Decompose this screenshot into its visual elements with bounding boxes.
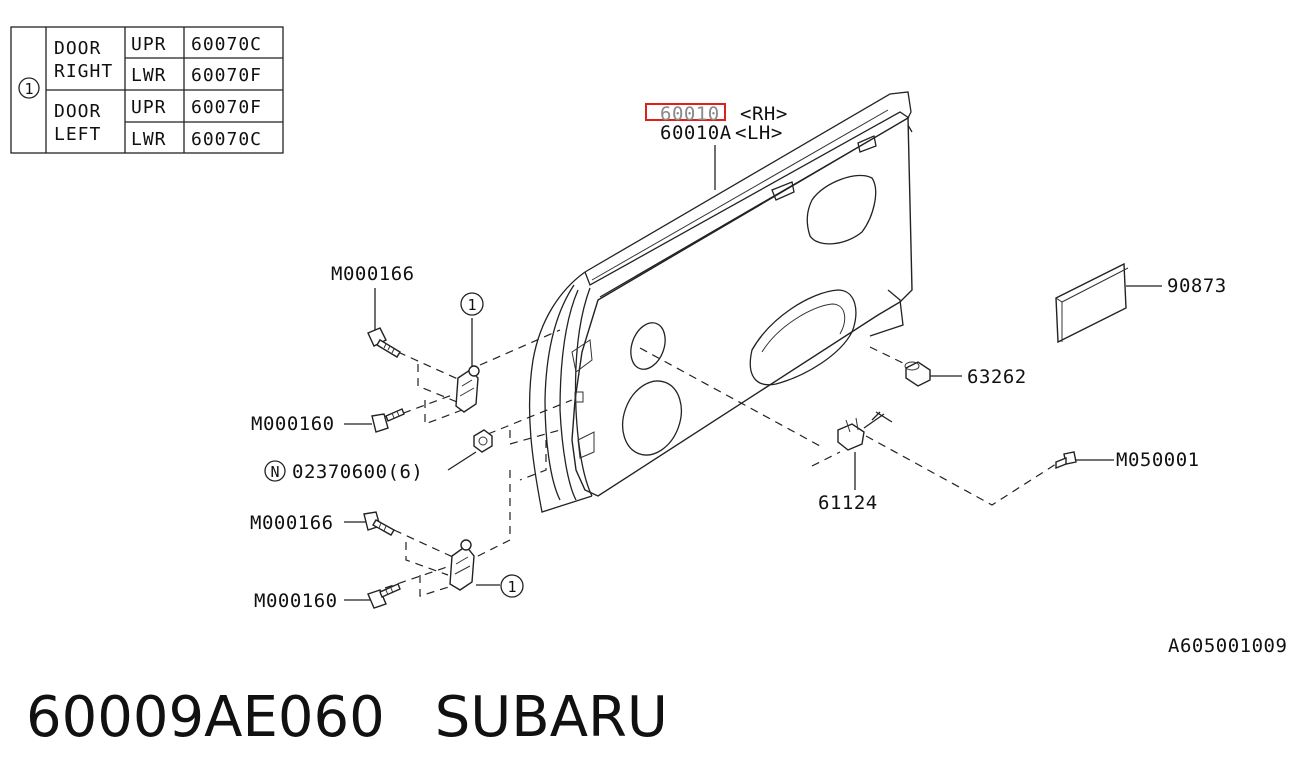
upper-bolt-bottom <box>371 408 405 433</box>
table-row3-side: LEFT <box>54 124 101 145</box>
table-row3-part: 60070F <box>191 97 262 118</box>
weatherstrip-part <box>1055 262 1129 344</box>
table-row1-group: DOOR <box>54 38 101 59</box>
table-row2-pos: LWR <box>131 65 167 86</box>
label-screw[interactable]: M050001 <box>1116 449 1200 471</box>
table-row2-part: 60070F <box>191 65 262 86</box>
callout-lower: 1 <box>507 578 516 596</box>
door-shell <box>528 91 913 513</box>
label-bolt-lower-top[interactable]: M000166 <box>250 512 334 534</box>
nut-part <box>473 429 493 453</box>
table-row1-part: 60070C <box>191 34 262 55</box>
label-bolt-upper-bottom[interactable]: M000160 <box>251 413 335 435</box>
label-bumper[interactable]: 63262 <box>967 366 1027 388</box>
label-weatherstrip[interactable]: 90873 <box>1167 275 1227 297</box>
callout-upper: 1 <box>467 296 476 314</box>
table-row1-side: RIGHT <box>54 61 113 82</box>
part-labels: 60010 <RH> 60010A <LH> M000166 M000160 N… <box>250 103 1287 657</box>
diagram-code: A605001009 <box>1168 635 1287 657</box>
callout-upper-circle <box>460 292 484 316</box>
label-bolt-upper-top[interactable]: M000166 <box>331 263 415 285</box>
highlight-box <box>645 103 726 121</box>
callout-lower-circle <box>500 574 524 598</box>
caption: 60009AE060 SUBARU <box>26 683 668 753</box>
nut-marker: N <box>270 463 279 481</box>
table-row3-group: DOOR <box>54 101 101 122</box>
lower-bolt-bottom <box>367 583 401 609</box>
alt-part-number[interactable]: 60010A <box>660 122 732 144</box>
nut-marker-circle <box>264 460 286 482</box>
upper-hinge <box>455 365 480 413</box>
leader-lines <box>344 145 1162 601</box>
caption-brand: SUBARU <box>434 685 668 750</box>
main-part-number[interactable]: 60010 <box>660 103 720 125</box>
alt-part-side: <LH> <box>735 122 783 144</box>
table-row4-pos: LWR <box>131 129 167 150</box>
table-row1-pos: UPR <box>131 34 167 55</box>
clip-part <box>837 411 893 451</box>
application-table: 1 DOOR RIGHT UPR 60070C LWR 60070F DOOR … <box>10 26 284 154</box>
table-row4-part: 60070C <box>191 129 262 150</box>
bumper-part <box>904 361 931 387</box>
table-marker-circle <box>18 77 40 99</box>
table-row3-pos: UPR <box>131 97 167 118</box>
label-bolt-lower-bottom[interactable]: M000160 <box>254 590 338 612</box>
screw-part <box>1055 451 1077 470</box>
lower-hinge <box>449 539 475 591</box>
table-marker: 1 <box>24 80 33 98</box>
lower-bolt-top <box>363 511 395 536</box>
label-clip[interactable]: 61124 <box>818 492 878 514</box>
main-part-side: <RH> <box>740 103 788 125</box>
caption-part-number: 60009AE060 <box>26 685 385 750</box>
upper-bolt-top <box>367 327 401 358</box>
label-nut[interactable]: 02370600(6) <box>292 461 423 483</box>
